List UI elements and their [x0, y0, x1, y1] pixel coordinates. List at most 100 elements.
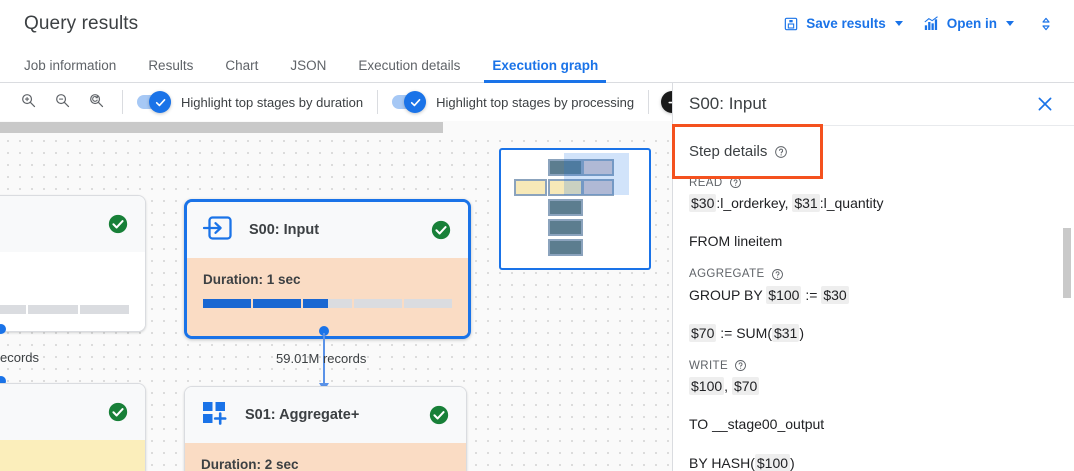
edge-label-records: 59.01M records — [276, 351, 367, 366]
zoom-reset-button[interactable] — [82, 88, 110, 116]
tab-job-information[interactable]: Job information — [24, 58, 117, 73]
step-details-panel: S00: Input Step details — [672, 83, 1074, 471]
section-value-write-by: BY HASH($100) — [689, 453, 795, 471]
progress-segment — [203, 299, 252, 308]
node-progress-bar — [0, 305, 130, 314]
close-icon[interactable] — [1032, 91, 1058, 117]
toggle-highlight-duration[interactable]: Highlight top stages by duration — [123, 83, 377, 121]
tab-json[interactable]: JSON — [290, 58, 327, 73]
zoom-out-icon — [54, 92, 71, 112]
open-in-button[interactable]: Open in — [913, 10, 1024, 38]
progress-segment — [28, 305, 78, 314]
node-body-s01: Duration: 2 sec — [185, 443, 466, 471]
canvas-horizontal-scrollbar-thumb[interactable] — [0, 122, 443, 133]
panel-header: S00: Input — [673, 83, 1074, 125]
progress-segment — [403, 299, 453, 308]
toolbar-divider — [122, 90, 123, 114]
help-circle-icon[interactable] — [729, 176, 742, 189]
variable-token: $70 — [689, 323, 717, 342]
node-title-s00: S00: Input — [249, 222, 320, 238]
help-circle-icon[interactable] — [771, 268, 784, 281]
save-results-button[interactable]: Save results — [773, 10, 913, 38]
variable-token: $100 — [689, 377, 725, 396]
node-body — [0, 440, 145, 471]
variable-token: $31 — [771, 323, 800, 342]
node-duration-label-s01: Duration: 2 sec — [201, 457, 299, 471]
graph-node-s00[interactable]: S00: Input Duration: 1 sec — [184, 199, 471, 339]
toggle-highlight-processing[interactable]: Highlight top stages by processing — [378, 83, 648, 121]
open-in-label: Open in — [946, 16, 997, 31]
section-label-aggregate: AGGREGATE — [689, 268, 1058, 281]
section-label-read: READ — [689, 176, 1058, 189]
section-value-write-to: TO __stage00_output — [689, 416, 825, 433]
graph-node-partial-lower[interactable] — [0, 383, 146, 471]
node-port-dot — [0, 324, 6, 334]
minimap-node — [548, 199, 583, 216]
toggle-switch-processing[interactable] — [392, 91, 427, 113]
page-header: Query results Save results — [0, 0, 1074, 47]
panel-body: Step details READ — [673, 143, 1074, 471]
check-circle-icon — [107, 401, 129, 423]
input-arrow-icon — [202, 215, 233, 246]
edge-label-partial: ecords — [0, 350, 40, 365]
tab-execution-graph[interactable]: Execution graph — [476, 58, 614, 83]
zoom-in-button[interactable] — [14, 88, 42, 116]
page-title: Query results — [24, 12, 139, 34]
section-label-write: WRITE — [689, 359, 1058, 372]
graph-node-partial-upper[interactable] — [0, 195, 146, 332]
variable-token: $31 — [792, 194, 820, 212]
graph-node-s01[interactable]: S01: Aggregate+ Duration: 2 sec — [184, 386, 467, 471]
section-label-text: WRITE — [689, 359, 729, 372]
minimap[interactable] — [499, 148, 651, 270]
zoom-controls — [0, 88, 122, 116]
execution-graph-canvas[interactable]: ecords — [0, 121, 672, 471]
variable-token: $30 — [689, 194, 717, 212]
aggregate-plus-icon — [201, 400, 229, 431]
chart-bar-icon — [923, 15, 940, 32]
variable-token: $100 — [754, 453, 791, 471]
minimap-node — [582, 179, 614, 196]
progress-segment — [303, 299, 352, 308]
section-label-text: AGGREGATE — [689, 268, 765, 281]
minimap-viewport[interactable] — [564, 153, 629, 195]
toggle-label-processing: Highlight top stages by processing — [436, 94, 635, 110]
unfold-more-icon[interactable] — [1038, 14, 1054, 34]
node-header-s00: S00: Input — [187, 202, 468, 258]
zoom-reset-icon — [88, 92, 105, 112]
node-port-dot-s00-out — [319, 326, 329, 336]
variable-token: $70 — [731, 377, 760, 396]
panel-divider — [673, 125, 1074, 126]
chevron-down-icon — [894, 21, 903, 26]
toggle-knob — [404, 91, 427, 113]
panel-vertical-scrollbar-thumb[interactable] — [1063, 228, 1071, 298]
node-body-s00: Duration: 1 sec — [187, 258, 468, 336]
tab-chart[interactable]: Chart — [225, 58, 259, 73]
node-title-s01: S01: Aggregate+ — [245, 407, 360, 423]
section-value-read-columns: $30:l_orderkey, $31:l_quantity — [689, 194, 884, 212]
toggle-knob — [149, 91, 171, 113]
check-circle-icon — [107, 213, 129, 235]
toggle-label-duration: Highlight top stages by duration — [181, 94, 364, 110]
minimap-node — [514, 179, 547, 196]
tab-execution-details[interactable]: Execution details — [358, 58, 461, 73]
tab-results[interactable]: Results — [148, 58, 194, 73]
node-progress-bar-s00 — [203, 299, 453, 308]
zoom-out-button[interactable] — [48, 88, 76, 116]
node-body — [0, 252, 145, 331]
variable-token: $30 — [821, 285, 849, 304]
step-details-label: Step details — [689, 143, 768, 160]
node-header-s01: S01: Aggregate+ — [185, 387, 466, 443]
section-value-aggregate-sum: $70 := SUM($31) — [689, 323, 805, 342]
variable-token: $100 — [766, 285, 802, 304]
node-header — [0, 196, 145, 252]
section-value-write-columns: $100, $70 — [689, 377, 760, 396]
check-circle-icon — [428, 404, 450, 426]
progress-segment — [353, 299, 402, 308]
help-circle-icon[interactable] — [774, 145, 788, 159]
toggle-switch-duration[interactable] — [137, 91, 171, 113]
minimap-node — [548, 219, 583, 236]
minimap-node — [548, 239, 583, 256]
help-circle-icon[interactable] — [734, 359, 747, 372]
section-label-text: READ — [689, 176, 723, 189]
canvas-horizontal-scrollbar[interactable] — [0, 121, 672, 134]
